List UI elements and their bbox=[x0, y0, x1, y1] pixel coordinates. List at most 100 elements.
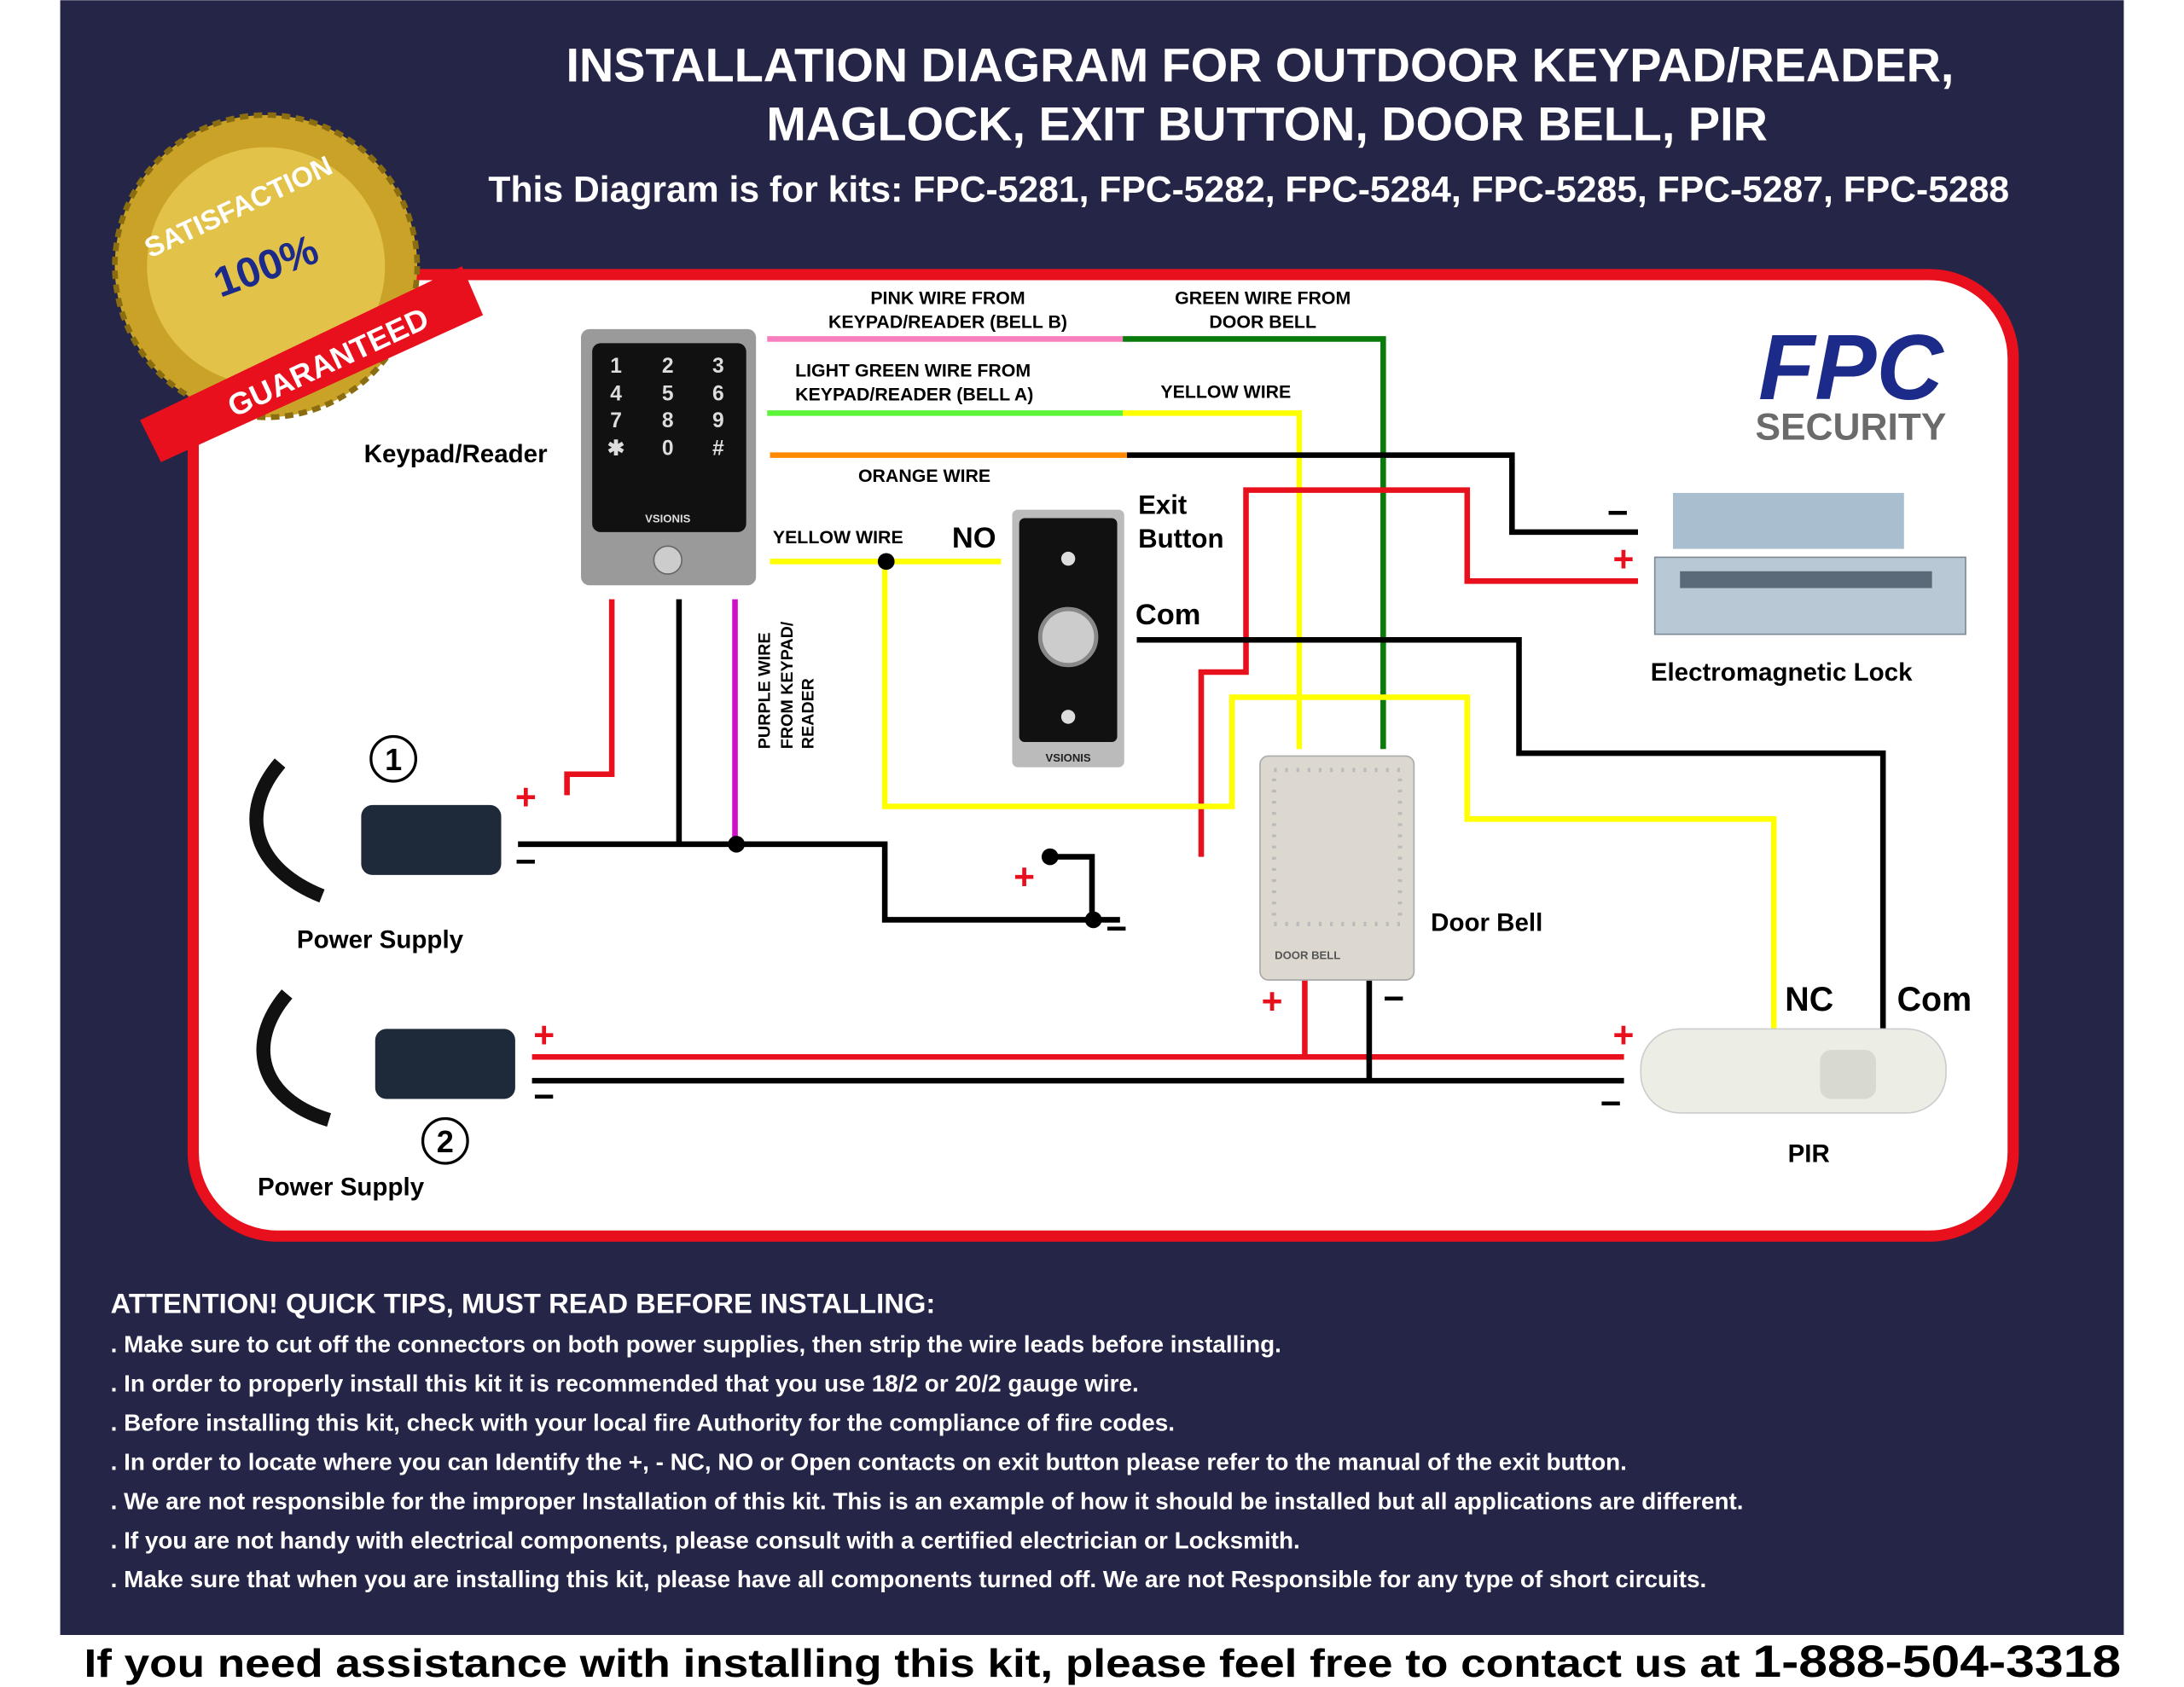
tip-item: . Before installing this kit, check with… bbox=[111, 1409, 1175, 1435]
seal-ribbon bbox=[140, 266, 484, 462]
minus-mark: − bbox=[1600, 1083, 1622, 1124]
pir-label: PIR bbox=[1788, 1139, 1830, 1168]
minus-mark: − bbox=[533, 1076, 555, 1117]
keypad-brand: VSIONIS bbox=[645, 512, 690, 525]
ps1-badge bbox=[369, 734, 418, 783]
minus-mark: − bbox=[1106, 908, 1127, 949]
exit-button-label: Exit bbox=[1138, 490, 1187, 520]
header: INSTALLATION DIAGRAM FOR OUTDOOR KEYPAD/… bbox=[488, 38, 2009, 210]
key: 2 bbox=[662, 355, 674, 378]
ps2-badge bbox=[421, 1116, 469, 1165]
yellow-wire-exit-label: YELLOW WIRE bbox=[773, 527, 903, 548]
exit-button-device: VSIONIS bbox=[1012, 509, 1124, 768]
maglock-label: Electromagnetic Lock bbox=[1651, 658, 1913, 687]
tip-item: . In order to locate where you can Ident… bbox=[111, 1448, 1627, 1475]
no-label: NO bbox=[952, 522, 996, 554]
door-bell-device-label: DOOR BELL bbox=[1275, 948, 1340, 961]
plus-mark: + bbox=[1014, 856, 1035, 897]
tip-item: . If you are not handy with electrical c… bbox=[111, 1527, 1300, 1553]
yellow-wire-pir bbox=[881, 561, 1777, 1036]
cable-icon bbox=[256, 989, 332, 1127]
seal-inner bbox=[147, 147, 386, 386]
fpc-logo: FPC SECURITY bbox=[1755, 316, 1946, 449]
junction-dot bbox=[877, 553, 895, 571]
purple-wire-label: PURPLE WIRE bbox=[756, 632, 775, 749]
tip-item: . Make sure that when you are installing… bbox=[111, 1566, 1707, 1592]
com-exit-label: Com bbox=[1136, 599, 1201, 631]
logo-sub: SECURITY bbox=[1755, 407, 1946, 449]
minus-mark: − bbox=[1383, 978, 1404, 1019]
power-supply-1: 1 bbox=[249, 734, 502, 903]
key: 7 bbox=[610, 409, 622, 432]
junction-dot bbox=[1084, 911, 1102, 929]
lock-negative-wire bbox=[1127, 452, 1638, 536]
ps2-number: 2 bbox=[437, 1124, 454, 1159]
green-wire-label: GREEN WIRE FROM bbox=[1175, 287, 1350, 308]
title-line-2: MAGLOCK, EXIT BUTTON, DOOR BELL, PIR bbox=[766, 96, 1767, 150]
power-supply-2-label: Power Supply bbox=[258, 1174, 425, 1202]
pink-wire-label: KEYPAD/READER (BELL B) bbox=[828, 311, 1067, 332]
maglock-body bbox=[1653, 556, 1966, 635]
tip-item: . We are not responsible for the imprope… bbox=[111, 1487, 1744, 1514]
junction-dots bbox=[728, 553, 1102, 929]
keypad-reader: 1 2 3 4 5 6 7 8 9 ✱ 0 # VSIONIS bbox=[581, 328, 757, 586]
com-wire bbox=[1136, 636, 1886, 1064]
key: 6 bbox=[712, 383, 724, 406]
key: 9 bbox=[712, 409, 724, 432]
plus-mark: + bbox=[1262, 981, 1283, 1022]
key: # bbox=[712, 438, 724, 461]
polarity-marks: + − + − + − + − + − + − bbox=[515, 493, 1634, 1125]
com-pir-label: Com bbox=[1897, 981, 1972, 1018]
maglock-face bbox=[1680, 571, 1932, 588]
plus-mark: + bbox=[1612, 539, 1634, 580]
minus-mark: − bbox=[1607, 493, 1629, 534]
electromagnetic-lock bbox=[1653, 492, 1966, 635]
exit-brand: VSIONIS bbox=[1046, 751, 1091, 764]
tip-item: . In order to properly install this kit … bbox=[111, 1370, 1139, 1396]
exit-push-icon bbox=[1037, 606, 1099, 668]
junction-dot bbox=[728, 835, 746, 853]
speaker-grille-icon bbox=[1271, 768, 1403, 926]
negative-bus-wire bbox=[518, 841, 1120, 923]
screw-icon bbox=[1060, 551, 1076, 566]
junction-dot bbox=[1041, 848, 1059, 866]
green-wire bbox=[1123, 336, 1386, 750]
footer-assistance: If you need assistance with installing t… bbox=[84, 1637, 2121, 1687]
purple-wire-label: FROM KEYPAD/ bbox=[778, 621, 797, 749]
tip-item: . Make sure to cut off the connectors on… bbox=[111, 1331, 1281, 1358]
power-supply-1-label: Power Supply bbox=[297, 925, 464, 954]
light-green-wire-label: LIGHT GREEN WIRE FROM bbox=[795, 361, 1031, 381]
door-bell-body bbox=[1259, 755, 1415, 981]
key: 5 bbox=[662, 383, 674, 406]
quick-tips: ATTENTION! QUICK TIPS, MUST READ BEFORE … bbox=[111, 1288, 1744, 1593]
keypad-button-icon bbox=[653, 545, 682, 575]
light-green-wire-label: KEYPAD/READER (BELL A) bbox=[795, 385, 1033, 405]
minus-mark: − bbox=[515, 841, 537, 882]
armature-plate bbox=[1673, 492, 1904, 549]
plus-mark: + bbox=[515, 777, 537, 818]
key: 3 bbox=[712, 355, 724, 378]
key: 8 bbox=[662, 409, 674, 432]
pir-lens-icon bbox=[1820, 1050, 1876, 1099]
screw-icon bbox=[1060, 710, 1076, 724]
adapter-icon bbox=[361, 804, 502, 875]
orange-wire-label: ORANGE WIRE bbox=[858, 466, 990, 486]
plus-mark: + bbox=[533, 1015, 555, 1056]
door-bell-label: Door Bell bbox=[1431, 909, 1542, 937]
keypad-positive-wire bbox=[564, 599, 615, 796]
nc-label: NC bbox=[1785, 981, 1833, 1018]
power-supply-2: 2 bbox=[256, 989, 515, 1165]
diagram-labels: PINK WIRE FROM KEYPAD/READER (BELL B) GR… bbox=[258, 287, 1972, 1201]
key: ✱ bbox=[607, 438, 625, 461]
pir-sensor bbox=[1640, 1028, 1947, 1114]
yellow-wire-label: YELLOW WIRE bbox=[1160, 381, 1291, 402]
logo-brand: FPC bbox=[1758, 316, 1944, 419]
adapter-icon bbox=[375, 1029, 515, 1099]
keypad-reader-label: Keypad/Reader bbox=[364, 440, 548, 468]
tips-heading: ATTENTION! QUICK TIPS, MUST READ BEFORE … bbox=[111, 1288, 936, 1319]
title-line-1: INSTALLATION DIAGRAM FOR OUTDOOR KEYPAD/… bbox=[566, 38, 1954, 91]
keypad-face bbox=[592, 343, 746, 532]
purple-wire-label: READER bbox=[799, 678, 817, 749]
